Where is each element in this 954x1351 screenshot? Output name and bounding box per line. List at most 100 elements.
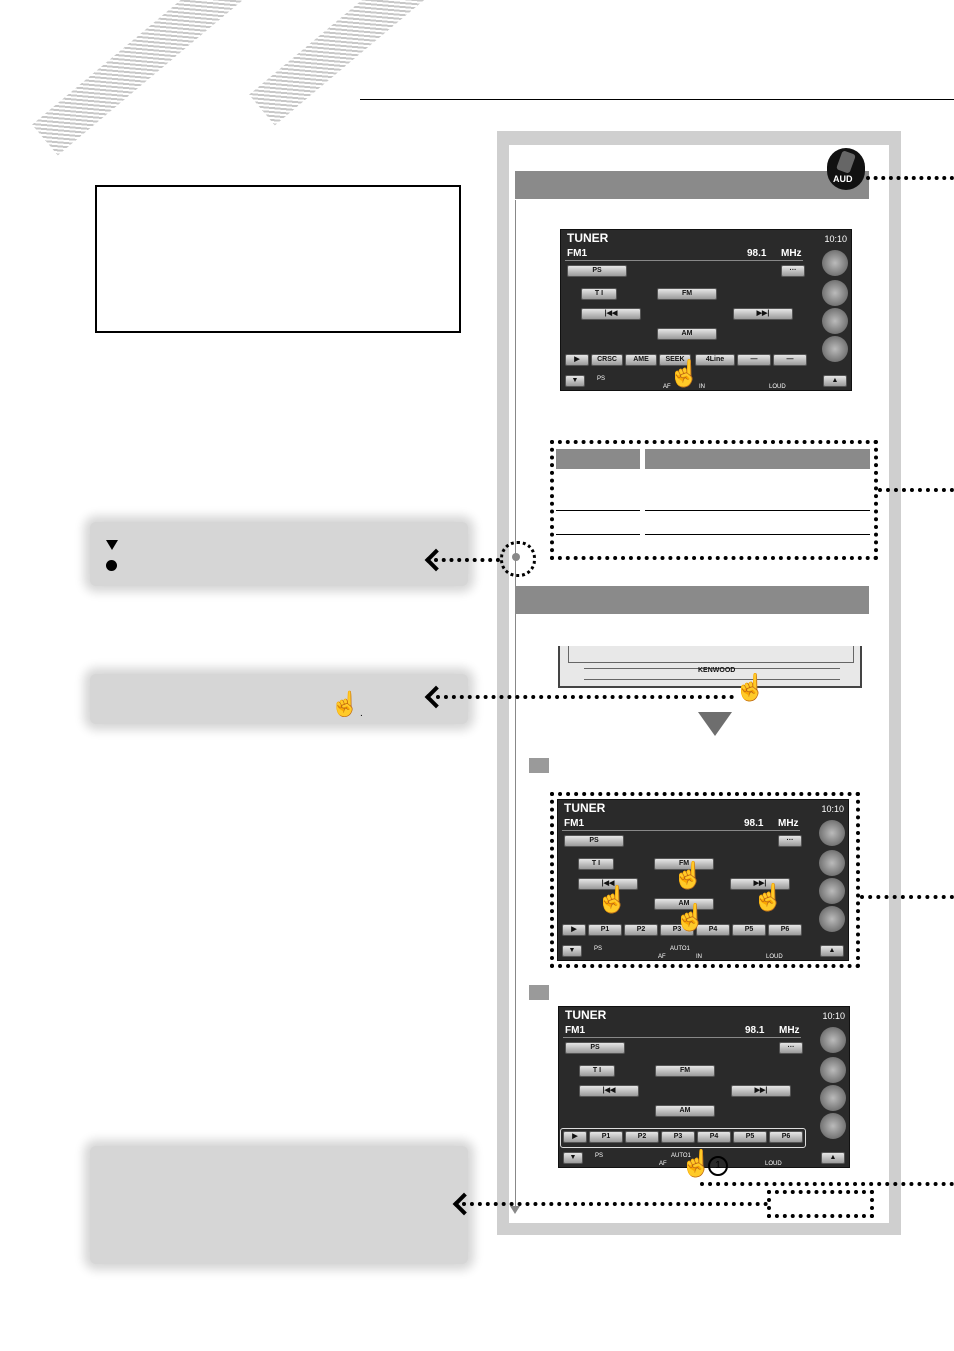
preset-button-1[interactable]: P1 (588, 924, 622, 936)
marker-dot (512, 553, 520, 561)
side-icon-1[interactable] (822, 250, 848, 276)
status-loud: LOUD (765, 1161, 782, 1167)
touch-hand-icon: ☝ (674, 902, 707, 932)
preset-button-3[interactable]: P3 (661, 1131, 695, 1143)
ti-button[interactable]: T I (579, 1065, 615, 1077)
preset-button-1[interactable]: P1 (589, 1131, 623, 1143)
seek-back-button[interactable]: |◀◀ (578, 878, 638, 890)
menu-button[interactable]: ··· (779, 1042, 803, 1054)
step-marker-1 (529, 758, 549, 773)
ame-button[interactable]: AME (625, 354, 657, 366)
blank-button-6[interactable]: — (773, 354, 807, 366)
ps-button[interactable]: PS (565, 1042, 625, 1054)
am-button[interactable]: AM (654, 898, 714, 910)
seek-back-button[interactable]: |◀◀ (579, 1085, 639, 1097)
note-period: . (360, 708, 363, 719)
preset-highlight-frame (560, 1128, 806, 1148)
side-icon-4[interactable] (822, 336, 848, 362)
frequency-unit: MHz (779, 1025, 800, 1036)
clock: 10:10 (822, 1011, 845, 1021)
side-icon-1[interactable] (820, 1027, 846, 1053)
status-in: IN (697, 1161, 703, 1167)
seek-back-button[interactable]: |◀◀ (581, 308, 641, 320)
volume-up-button[interactable]: ▲ (821, 1152, 845, 1164)
side-icon-4[interactable] (820, 1113, 846, 1139)
volume-down-button[interactable]: ▼ (563, 1152, 583, 1164)
dotted-leader-screen (860, 895, 954, 899)
info-box (95, 185, 461, 333)
side-icon-2[interactable] (819, 850, 845, 876)
dotted-leader-legend (434, 558, 500, 562)
volume-down-button[interactable]: ▼ (565, 375, 585, 387)
ti-button[interactable]: T I (581, 288, 617, 300)
touch-hand-icon: ☝ (668, 358, 701, 388)
volume-up-button[interactable]: ▲ (820, 945, 844, 957)
seek-forward-button[interactable]: ▶▶| (730, 878, 790, 890)
menu-button[interactable]: ··· (781, 265, 805, 277)
function-expand-button[interactable]: ▶ (562, 924, 586, 936)
side-icon-4[interactable] (819, 906, 845, 932)
dotted-circle-marker (500, 541, 536, 577)
side-icon-2[interactable] (822, 280, 848, 306)
status-in: IN (696, 954, 702, 960)
am-button[interactable]: AM (655, 1105, 715, 1117)
seek-button[interactable]: SEEK (659, 354, 691, 366)
clock: 10:10 (824, 234, 847, 244)
header-rule (360, 99, 954, 100)
side-icon-3[interactable] (819, 878, 845, 904)
band-label: FM1 (567, 248, 587, 259)
side-icon-1[interactable] (819, 820, 845, 846)
preset-button-4[interactable]: P4 (696, 924, 730, 936)
frequency: 98.1 (744, 818, 764, 829)
function-bar: ▶ CRSC AME SEEK 4Line — — (565, 354, 807, 367)
touch-hand-icon: ☝ (680, 1148, 713, 1178)
preset-button-2[interactable]: P2 (624, 924, 658, 936)
table-row-rule-1b (645, 510, 870, 511)
band-label: FM1 (564, 818, 584, 829)
table-header-divider (640, 449, 645, 469)
dotted-screen-frame (550, 792, 860, 968)
preset-button-3[interactable]: P3 (660, 924, 694, 936)
volume-up-button[interactable]: ▲ (823, 375, 847, 387)
bottom-note-box (90, 1146, 468, 1264)
menu-button[interactable]: ··· (778, 835, 802, 847)
remote-control-icon: AUD (827, 148, 865, 190)
fm-button[interactable]: FM (657, 288, 717, 300)
blank-button-5[interactable]: — (737, 354, 771, 366)
remote-label: AUD (833, 174, 853, 184)
side-icon-2[interactable] (820, 1057, 846, 1083)
crsc-button[interactable]: CRSC (591, 354, 623, 366)
seek-forward-button[interactable]: ▶▶| (733, 308, 793, 320)
four-line-button[interactable]: 4Line (695, 354, 735, 366)
seek-forward-button[interactable]: ▶▶| (731, 1085, 791, 1097)
preset-button-4[interactable]: P4 (697, 1131, 731, 1143)
preset-button-6[interactable]: P6 (768, 924, 802, 936)
decorative-stripe-right (249, 0, 452, 126)
ti-button[interactable]: T I (578, 858, 614, 870)
fm-button[interactable]: FM (654, 858, 714, 870)
status-ps: PS (594, 946, 603, 952)
side-icon-3[interactable] (822, 308, 848, 334)
status-loud: LOUD (766, 954, 783, 960)
fm-button[interactable]: FM (655, 1065, 715, 1077)
function-expand-button[interactable]: ▶ (565, 354, 589, 366)
section-bar-1 (515, 171, 869, 199)
function-expand-button[interactable]: ▶ (563, 1131, 587, 1143)
am-button[interactable]: AM (657, 328, 717, 340)
screen-title: TUNER (567, 231, 609, 245)
volume-down-button[interactable]: ▼ (562, 945, 582, 957)
status-ps: PS (597, 376, 606, 382)
preset-button-2[interactable]: P2 (625, 1131, 659, 1143)
dotted-leader-bottom (462, 1202, 768, 1206)
ps-button[interactable]: PS (564, 835, 624, 847)
preset-button-5[interactable]: P5 (733, 1131, 767, 1143)
side-icon-3[interactable] (820, 1085, 846, 1111)
lcd-line: FM1 98.1 MHz (562, 816, 800, 831)
preset-button-6[interactable]: P6 (769, 1131, 803, 1143)
touch-note-box: ☝ . (90, 674, 468, 724)
dotted-leader-preset (700, 1182, 954, 1186)
panel-progress-arrow (510, 1206, 520, 1214)
preset-button-5[interactable]: P5 (732, 924, 766, 936)
ps-button[interactable]: PS (567, 265, 627, 277)
status-auto: AUTO1 (670, 946, 690, 952)
